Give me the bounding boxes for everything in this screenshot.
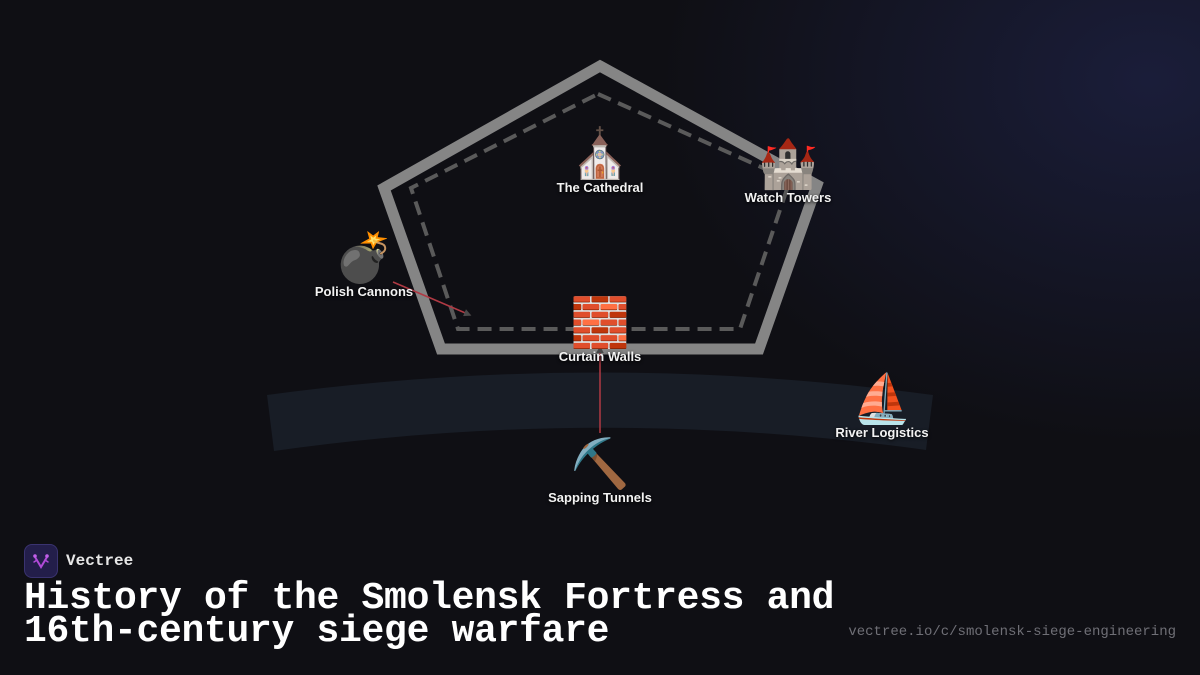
- church-icon: ⛪: [570, 126, 630, 182]
- brick-icon: 🧱: [570, 295, 630, 351]
- pickaxe-icon: ⛏️: [570, 436, 630, 492]
- node-watch-towers[interactable]: 🏰 Watch Towers: [745, 138, 832, 205]
- node-polish-cannons[interactable]: 💣 Polish Cannons: [315, 232, 413, 299]
- node-sapping-tunnels[interactable]: ⛏️ Sapping Tunnels: [548, 438, 652, 505]
- inner-dashed-perimeter: [408, 91, 793, 331]
- node-label: Watch Towers: [744, 190, 832, 205]
- castle-icon: 🏰: [758, 136, 818, 192]
- page-title: History of the Smolensk Fortress and 16t…: [24, 580, 834, 651]
- node-label: The Cathedral: [556, 180, 644, 195]
- node-cathedral[interactable]: ⛪ The Cathedral: [557, 128, 644, 195]
- node-label: Sapping Tunnels: [548, 490, 652, 505]
- node-label: Curtain Walls: [558, 349, 642, 364]
- bomb-icon: 💣: [334, 230, 394, 286]
- title-line-1: History of the Smolensk Fortress and: [24, 577, 835, 620]
- node-river-logistics[interactable]: ⛵ River Logistics: [835, 373, 928, 440]
- vectree-fork-icon: [24, 544, 58, 578]
- node-label: River Logistics: [835, 425, 929, 440]
- node-label: Polish Cannons: [314, 284, 414, 299]
- brand-name: Vectree: [66, 552, 134, 570]
- brand: Vectree: [24, 544, 133, 578]
- source-url: vectree.io/c/smolensk-siege-engineering: [848, 624, 1176, 640]
- cannon-attack-edge: [392, 281, 472, 317]
- node-curtain-walls[interactable]: 🧱 Curtain Walls: [559, 297, 642, 364]
- title-line-2: 16th-century siege warfare: [24, 610, 610, 653]
- sailboat-icon: ⛵: [852, 371, 912, 427]
